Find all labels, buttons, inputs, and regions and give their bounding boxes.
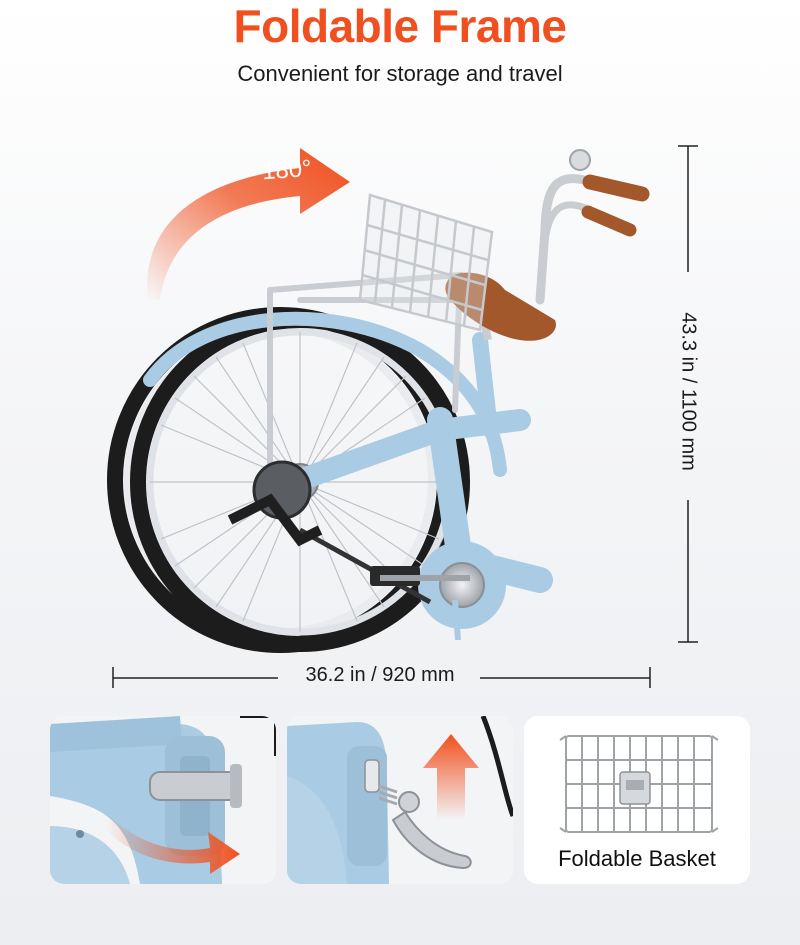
width-dimension-line bbox=[112, 667, 651, 688]
saddle bbox=[445, 272, 556, 341]
hinge-closeup-thumbnail bbox=[50, 716, 276, 884]
page-subtitle: Convenient for storage and travel bbox=[237, 61, 563, 86]
height-dimension-line bbox=[678, 145, 698, 643]
kickstand bbox=[452, 599, 461, 641]
rotation-arrow-icon bbox=[147, 148, 350, 300]
foldable-basket-label: Foldable Basket bbox=[558, 846, 716, 871]
page-title: Foldable Frame bbox=[233, 0, 567, 52]
folded-bike-illustration bbox=[107, 145, 698, 688]
rotation-angle-label: 180° bbox=[261, 155, 313, 186]
rear-derailleur bbox=[227, 460, 323, 547]
foldable-basket-thumbnail: Foldable Basket bbox=[524, 716, 750, 884]
crankset bbox=[298, 527, 506, 629]
hinge-lever-thumbnail bbox=[287, 716, 513, 884]
front-basket bbox=[358, 193, 494, 332]
handlebar bbox=[535, 174, 650, 305]
width-dimension-label: 36.2 in / 920 mm bbox=[305, 664, 455, 686]
fold-direction-arrow-icon bbox=[105, 816, 240, 874]
height-dimension-label: 43.3 in / 1100 mm bbox=[677, 312, 700, 471]
basket-icon bbox=[524, 716, 750, 884]
bell-icon bbox=[569, 149, 591, 171]
